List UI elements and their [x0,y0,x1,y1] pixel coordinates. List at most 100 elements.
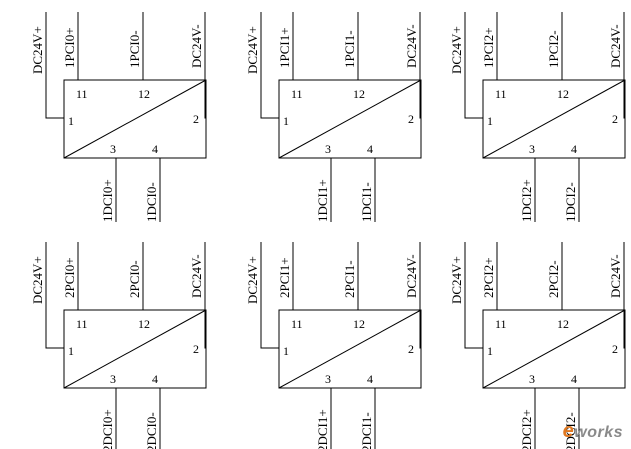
module-3-label-dc24v-minus: DC24V- [189,254,204,298]
module-0-label-dci-plus: 1DCI0+ [100,179,115,222]
module-4-diagonal [278,309,422,389]
module-0-pin-11: 11 [76,87,88,101]
module-1-lead-dc24v-plus [260,12,279,119]
module-3-lead-dc24v-plus [45,242,64,349]
module-1-pin-12: 12 [353,87,365,101]
module-0-box [63,79,207,159]
module-4-pin-4: 4 [367,372,373,386]
watermark-suffix: works [574,424,623,441]
module-2-pin-3: 3 [529,142,535,156]
module-2-diagonal [482,79,626,159]
module-1-lead-dc24v-minus [419,12,421,119]
module-3-diagonal [63,309,207,389]
module-1-pin-1: 1 [283,114,289,128]
module-2-pin-1: 1 [487,114,493,128]
module-1-pin-11: 11 [291,87,303,101]
module-5-pin-2: 2 [612,342,618,356]
module-3-box [63,309,207,389]
module-0-pin-3: 3 [110,142,116,156]
module-0-lead-dc24v-plus [45,12,64,119]
module-2-box [482,79,626,159]
module-0-pin-1: 1 [68,114,74,128]
module-2-label-pci-plus: 1PCI2+ [481,27,496,68]
module-1-label-dci-plus: 1DCI1+ [315,179,330,222]
module-1-diagonal [278,79,422,159]
module-2-pin-12: 12 [557,87,569,101]
module-0-label-dci-minus: 1DCI0- [144,182,159,222]
module-0-pin-2: 2 [193,112,199,126]
module-4-box [278,309,422,389]
module-2-label-dci-minus: 1DCI2- [563,182,578,222]
module-5-pin-11: 11 [495,317,507,331]
module-3-pin-2: 2 [193,342,199,356]
module-4-label-dci-minus: 2DCI1- [359,412,374,449]
module-1-box [278,79,422,159]
module-2-label-dc24v-plus: DC24V+ [449,26,464,74]
module-4-label-dc24v-minus: DC24V- [404,254,419,298]
module-5-diagonal [482,309,626,389]
module-3-pin-12: 12 [138,317,150,331]
module-4-pin-2: 2 [408,342,414,356]
module-1-label-dc24v-plus: DC24V+ [245,26,260,74]
module-1-pin-2: 2 [408,112,414,126]
module-0-label-pci-plus: 1PCI0+ [62,27,77,68]
module-0-pin-4: 4 [152,142,158,156]
module-3-label-pci-plus: 2PCI0+ [62,257,77,298]
module-2-pin-11: 11 [495,87,507,101]
module-4-label-pci-plus: 2PCI1+ [277,257,292,298]
module-4-pin-3: 3 [325,372,331,386]
module-3-pin-11: 11 [76,317,88,331]
module-5-label-pci-minus: 2PCI2- [546,260,561,298]
module-0-label-dc24v-plus: DC24V+ [30,26,45,74]
module-5-pin-4: 4 [571,372,577,386]
module-4-lead-dc24v-minus [419,242,421,349]
module-5-pin-1: 1 [487,344,493,358]
module-1-pin-4: 4 [367,142,373,156]
module-2-pin-2: 2 [612,112,618,126]
module-5-pin-12: 12 [557,317,569,331]
module-5-label-dc24v-minus: DC24V- [608,254,623,298]
module-3-label-dci-minus: 2DCI0- [144,412,159,449]
module-2-pin-4: 4 [571,142,577,156]
module-5-box [482,309,626,389]
module-5-label-dc24v-plus: DC24V+ [449,256,464,304]
module-2-label-dci-plus: 1DCI2+ [519,179,534,222]
module-0-diagonal [63,79,207,159]
module-0-label-dc24v-minus: DC24V- [189,24,204,68]
module-4-label-pci-minus: 2PCI1- [342,260,357,298]
watermark-prefix: e [562,420,575,442]
module-1-label-pci-plus: 1PCI1+ [277,27,292,68]
module-5-lead-dc24v-plus [464,242,483,349]
module-5-pin-3: 3 [529,372,535,386]
module-3-pin-4: 4 [152,372,158,386]
module-5-label-pci-plus: 2PCI2+ [481,257,496,298]
module-2-lead-dc24v-plus [464,12,483,119]
module-2-lead-dc24v-minus [623,12,625,119]
module-4-pin-1: 1 [283,344,289,358]
module-0-pin-12: 12 [138,87,150,101]
module-5-lead-dc24v-minus [623,242,625,349]
module-3-label-pci-minus: 2PCI0- [127,260,142,298]
module-1-label-dc24v-minus: DC24V- [404,24,419,68]
module-1-pin-3: 3 [325,142,331,156]
module-0-label-pci-minus: 1PCI0- [127,30,142,68]
module-1-label-dci-minus: 1DCI1- [359,182,374,222]
module-3-pin-3: 3 [110,372,116,386]
module-1-label-pci-minus: 1PCI1- [342,30,357,68]
module-3-label-dci-plus: 2DCI0+ [100,409,115,449]
module-4-lead-dc24v-plus [260,242,279,349]
module-3-pin-1: 1 [68,344,74,358]
module-4-pin-12: 12 [353,317,365,331]
module-3-lead-dc24v-minus [204,242,206,349]
module-5-label-dci-plus: 2DCI2+ [519,409,534,449]
module-2-label-pci-minus: 1PCI2- [546,30,561,68]
watermark-logo: eworks [563,420,623,443]
module-4-label-dci-plus: 2DCI1+ [315,409,330,449]
module-5-label-dci-minus: 2DCI2- [563,412,578,449]
module-3-label-dc24v-plus: DC24V+ [30,256,45,304]
module-4-pin-11: 11 [291,317,303,331]
module-2-label-dc24v-minus: DC24V- [608,24,623,68]
module-0-lead-dc24v-minus [204,12,206,119]
